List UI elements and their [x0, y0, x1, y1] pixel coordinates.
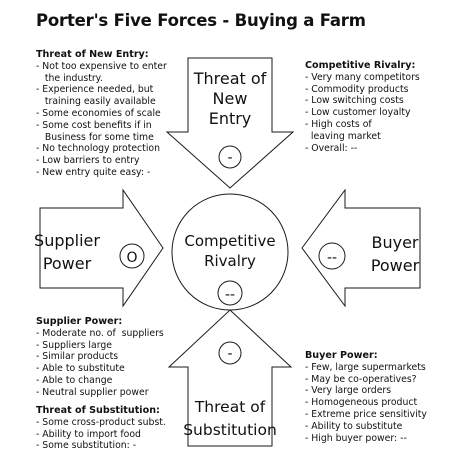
- supplier-heading: Supplier Power:: [36, 316, 123, 327]
- new-entry-label-1: Threat of: [193, 69, 267, 88]
- rivalry-notes: Competitive Rivalry: - Very many competi…: [305, 60, 420, 154]
- buyer-note-line: - Extreme price sensitivity: [305, 408, 427, 420]
- rivalry-note-line: - Low customer loyalty: [305, 107, 411, 119]
- new-entry-note-line: the industry.: [36, 72, 103, 84]
- new-entry-rating: -: [227, 150, 232, 166]
- rivalry-heading: Competitive Rivalry:: [305, 60, 416, 71]
- buyer-note-line: - May be co-operatives?: [305, 373, 417, 385]
- buyer-note-line: - High buyer power: --: [305, 432, 407, 444]
- new-entry-label-2: New: [213, 89, 248, 108]
- supplier-rating: O: [126, 250, 137, 266]
- substitution-shape: - Threat of Substitution: [167, 309, 293, 447]
- substitution-label-1: Threat of: [194, 398, 266, 416]
- substitution-rating: -: [227, 346, 232, 362]
- buyer-note-line: - Few, large supermarkets: [305, 361, 426, 373]
- buyer-heading: Buyer Power:: [305, 350, 378, 361]
- buyer-note-line: - Homogeneous product: [305, 397, 418, 409]
- new-entry-note-line: - Some cost benefits if in: [36, 119, 152, 131]
- new-entry-notes: Threat of New Entry: - Not too expensive…: [36, 49, 167, 179]
- substitution-note-line: - Some substitution: -: [36, 440, 137, 452]
- rivalry-note-line: - Low switching costs: [305, 95, 404, 107]
- new-entry-label-3: Entry: [209, 109, 252, 128]
- new-entry-note-line: training easily available: [36, 96, 156, 108]
- rivalry-note-line: - Overall: --: [305, 142, 358, 154]
- new-entry-note-line: - Not too expensive to enter: [36, 60, 167, 72]
- rivalry-rating-circle: [217, 280, 243, 306]
- supplier-notes: Supplier Power: - Moderate no. of suppli…: [36, 316, 164, 399]
- buyer-label-2: Power: [371, 256, 420, 275]
- new-entry-note-line: - Experience needed, but: [36, 84, 154, 96]
- new-entry-note-line: - Some economies of scale: [36, 107, 161, 119]
- buyer-note-line: - Ability to substitute: [305, 420, 403, 432]
- supplier-note-line: - Similar products: [36, 351, 119, 363]
- supplier-power-shape: Supplier Power O: [34, 188, 164, 308]
- substitution-label-2: Substitution: [183, 421, 277, 439]
- buyer-note-line: - Very large orders: [305, 385, 392, 397]
- substitution-note-line: - Ability to import food: [36, 428, 141, 440]
- new-entry-note-line: Business for some time: [36, 131, 154, 143]
- buyer-power-shape: Buyer Power --: [301, 188, 421, 308]
- rivalry-label-2: Rivalry: [204, 252, 256, 270]
- buyer-rating-circle: [318, 242, 346, 270]
- buyer-label-1: Buyer: [371, 233, 418, 252]
- supplier-label-2: Power: [43, 254, 92, 273]
- buyer-rating: --: [327, 250, 337, 266]
- rivalry-note-line: - Commodity products: [305, 83, 409, 95]
- supplier-note-line: - Able to change: [36, 374, 113, 386]
- supplier-rating-circle: [119, 243, 145, 269]
- substitution-notes: Threat of Substitution: - Some cross-pro…: [36, 405, 166, 452]
- supplier-note-line: - Neutral supplier power: [36, 386, 149, 398]
- rivalry-label-1: Competitive: [184, 232, 275, 250]
- new-entry-shape: Threat of New Entry -: [165, 57, 295, 189]
- rivalry-shape: Competitive Rivalry --: [171, 193, 289, 311]
- supplier-note-line: - Suppliers large: [36, 339, 112, 351]
- rivalry-rating: --: [225, 287, 235, 303]
- substitution-rating-circle: [218, 341, 242, 365]
- substitution-note-line: - Some cross-product subst.: [36, 416, 166, 428]
- supplier-label-1: Supplier: [34, 231, 100, 250]
- new-entry-heading: Threat of New Entry:: [36, 49, 149, 60]
- substitution-heading: Threat of Substitution:: [36, 405, 160, 416]
- new-entry-note-line: - Low barriers to entry: [36, 155, 140, 167]
- new-entry-note-line: - New entry quite easy: -: [36, 166, 151, 178]
- supplier-note-line: - Able to substitute: [36, 363, 125, 375]
- page-title: Porter's Five Forces - Buying a Farm: [36, 11, 366, 30]
- new-entry-rating-circle: [218, 145, 242, 169]
- supplier-note-line: - Moderate no. of suppliers: [36, 327, 164, 339]
- new-entry-note-line: - No technology protection: [36, 143, 160, 155]
- rivalry-note-line: leaving market: [305, 130, 381, 142]
- buyer-notes: Buyer Power: - Few, large supermarkets -…: [305, 350, 427, 444]
- rivalry-note-line: - High costs of: [305, 118, 372, 130]
- rivalry-note-line: - Very many competitors: [305, 71, 420, 83]
